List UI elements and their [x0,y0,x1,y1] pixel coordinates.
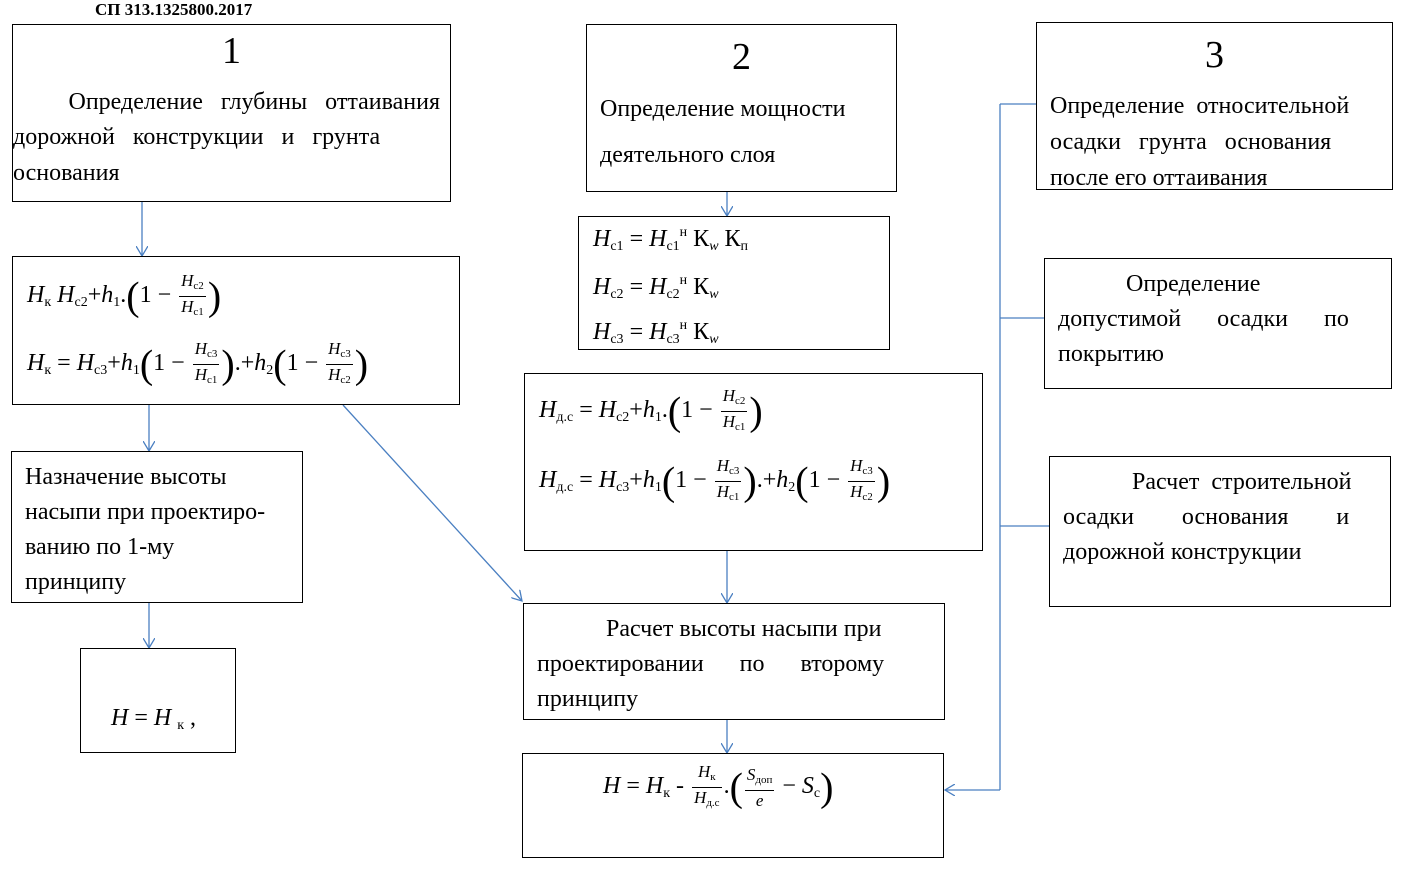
box-hc-formula: Hc1 = Hc1н Кw Кп Hc2 = Hc2н Кw Hc3 = Hc3… [578,216,890,350]
formula-hc2: Hc2 = Hc2н Кw [593,273,719,302]
box-number: 2 [732,36,751,78]
arrow-hk-to-principle2 [342,404,522,601]
box-number: 3 [1205,34,1224,76]
box-h-principle-1: H = H к , [80,648,236,753]
box-text-line: после его оттаивания [1050,165,1268,190]
box-principle-1: Назначение высоты насыпи при проектиро- … [11,451,303,603]
box-text-line: дорожной конструкции [1063,539,1302,565]
box-relative-settlement: 3 Определение относительной осадки грунт… [1036,22,1393,190]
formula-hc1: Hc1 = Hc1н Кw Кп [593,225,749,254]
box-thaw-depth: 1 Определение глубины оттаивания дорожно… [12,24,451,202]
box-text-line: Определение глубины оттаивания [68,89,441,115]
box-active-layer: 2 Определение мощности деятельного слоя [586,24,897,192]
box-text-line: насыпи при проектиро- [25,499,266,525]
box-text-line: Определение мощности [600,96,846,122]
box-text-line: Определение [1126,271,1261,297]
formula-h-principle-1: H = H к , [111,705,197,733]
box-text-line: деятельного слоя [600,142,776,168]
box-text-line: Расчет высоты насыпи при [606,616,882,642]
box-text-line: Назначение высоты [25,464,227,490]
box-text-line: дорожной конструкции и грунта [13,124,381,150]
box-number: 1 [222,30,241,72]
box-text-line: осадки грунта основания [1050,129,1332,155]
box-text-line: Определение относительной [1050,93,1350,119]
document-code: СП 313.1325800.2017 [95,0,253,19]
box-text-line: принципу [25,569,127,595]
box-principle-2: Расчет высоты насыпи при проектировании … [523,603,945,720]
box-text-line: принципу [537,686,639,712]
box-text-line: покрытию [1058,341,1164,367]
box-text-line: основания [13,160,120,186]
box-construction-settlement: Расчет строительной осадки основания и д… [1049,456,1391,607]
box-text-line: проектировании по второму [537,651,885,677]
box-text-line: осадки основания и [1063,504,1350,530]
formula-hc3: Hc3 = Hc3н Кw [593,318,719,347]
box-text-line: допустимой осадки по [1058,306,1349,332]
box-allowed-settlement: Определение допустимой осадки по покрыти… [1044,258,1392,389]
box-text-line: Расчет строительной [1132,469,1352,495]
box-text-line: ванию по 1-му [25,534,175,560]
